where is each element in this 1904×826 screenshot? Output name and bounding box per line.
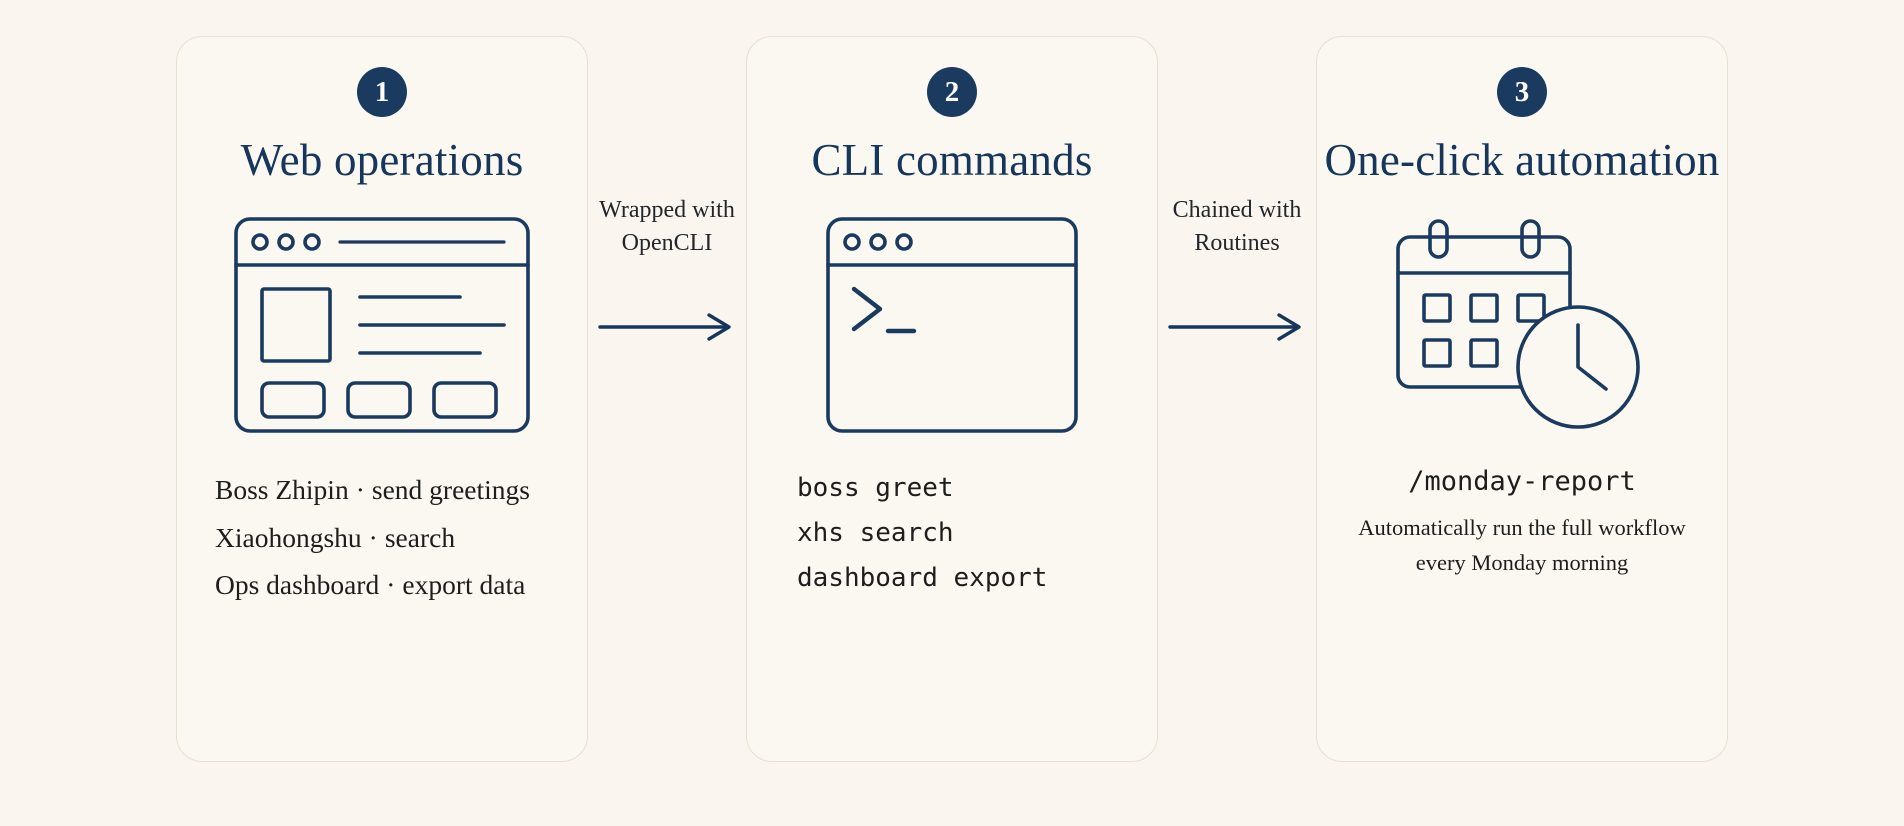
card-body: Boss Zhipin·send greetings Xiaohongshu·s… (203, 466, 561, 609)
connector-label-line1: Chained with (1172, 197, 1302, 223)
list-item-app: Xiaohongshu (215, 521, 362, 553)
connector-label-line2: OpenCLI (621, 230, 713, 257)
right-arrow-icon (1167, 312, 1307, 347)
list-item: dashboard export (797, 562, 1048, 593)
bullet-separator: · (386, 569, 396, 601)
connector-label-line2: Routines (1194, 230, 1280, 257)
list-item-action: search (384, 521, 456, 553)
card-body: boss greet xhs search dashboard export (773, 466, 1131, 600)
step-card-web-operations: 1 Web operations (176, 36, 588, 762)
step-number-badge: 3 (1497, 67, 1547, 117)
right-arrow-icon (597, 312, 737, 347)
routine-caption: Automatically run the full workflow ever… (1358, 515, 1686, 576)
bullet-separator: · (355, 474, 365, 506)
list-item: Xiaohongshu·search (215, 514, 530, 562)
list-item: Ops dashboard·export data (215, 561, 530, 609)
browser-window-icon (232, 210, 532, 440)
list-item: xhs search (797, 517, 954, 548)
list-item-app: Ops dashboard (215, 569, 380, 601)
card-title: Web operations (240, 135, 524, 185)
pipeline-flow: 1 Web operations (176, 36, 1728, 762)
web-operations-list: Boss Zhipin·send greetings Xiaohongshu·s… (215, 466, 530, 609)
list-item: boss greet (797, 473, 954, 504)
list-item-app: Boss Zhipin (215, 474, 349, 506)
calendar-clock-icon (1392, 210, 1652, 440)
step-number-badge: 1 (357, 67, 407, 117)
cli-command-list: boss greet xhs search dashboard export (797, 466, 1047, 600)
list-item-action: export data (402, 569, 526, 601)
card-body: /monday-report Automatically run the ful… (1343, 466, 1701, 581)
step-card-cli-commands: 2 CLI commands boss greet xhs search (746, 36, 1158, 762)
routine-command: /monday-report (1408, 466, 1636, 498)
step-number-badge: 2 (927, 67, 977, 117)
connector-wrapped-with-opencli: Wrapped with OpenCLI (588, 36, 746, 347)
connector-chained-with-routines: Chained with Routines (1158, 36, 1316, 347)
step-card-one-click-automation: 3 One-click automation / (1316, 36, 1728, 762)
connector-label-line1: Wrapped with (599, 197, 735, 223)
card-title: CLI commands (811, 135, 1093, 185)
card-title: One-click automation (1324, 135, 1720, 185)
bullet-separator: · (368, 521, 378, 553)
list-item: Boss Zhipin·send greetings (215, 466, 530, 514)
list-item-action: send greetings (371, 474, 530, 506)
terminal-window-icon (824, 210, 1080, 440)
